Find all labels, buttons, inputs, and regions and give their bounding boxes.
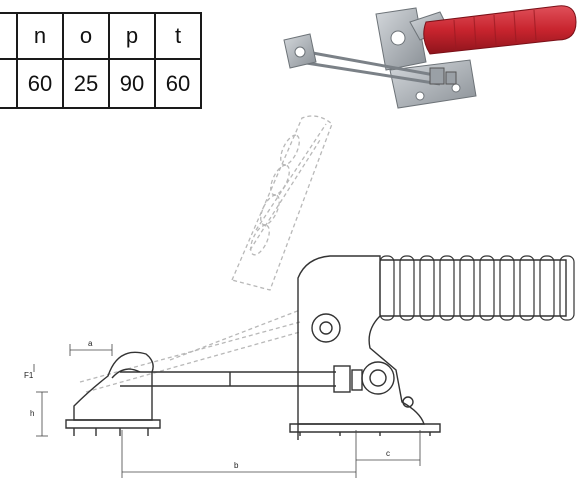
dimension-table: n n o p t 0 60 25 90 60 (0, 12, 202, 109)
table-value-cell: 60 (154, 58, 202, 109)
table-header-cell: n (0, 12, 18, 60)
dim-label-c: c (386, 449, 390, 458)
dim-label-a: a (88, 339, 93, 348)
clamp-product-photo (283, 5, 577, 109)
closed-position-drawing (65, 255, 575, 440)
table-header-row: n n o p t (0, 12, 202, 60)
dim-label-b: b (234, 461, 239, 470)
table-header-cell: o (62, 12, 110, 60)
open-position-ghost (79, 115, 333, 393)
table-header-cell: n (16, 12, 64, 60)
table-header-cell: t (154, 12, 202, 60)
table-value-cell: 25 (62, 58, 110, 109)
table-value-cell: 0 (0, 58, 18, 109)
force-label: F1 (24, 371, 34, 380)
table-header-cell: p (108, 12, 156, 60)
dim-label-h: h (30, 409, 34, 418)
clamp-technical-drawing: a h b c F1 (24, 115, 575, 478)
table-value-cell: 60 (16, 58, 64, 109)
dimension-lines (33, 344, 421, 478)
table-value-cell: 90 (108, 58, 156, 109)
table-value-row: 0 60 25 90 60 (0, 58, 202, 109)
